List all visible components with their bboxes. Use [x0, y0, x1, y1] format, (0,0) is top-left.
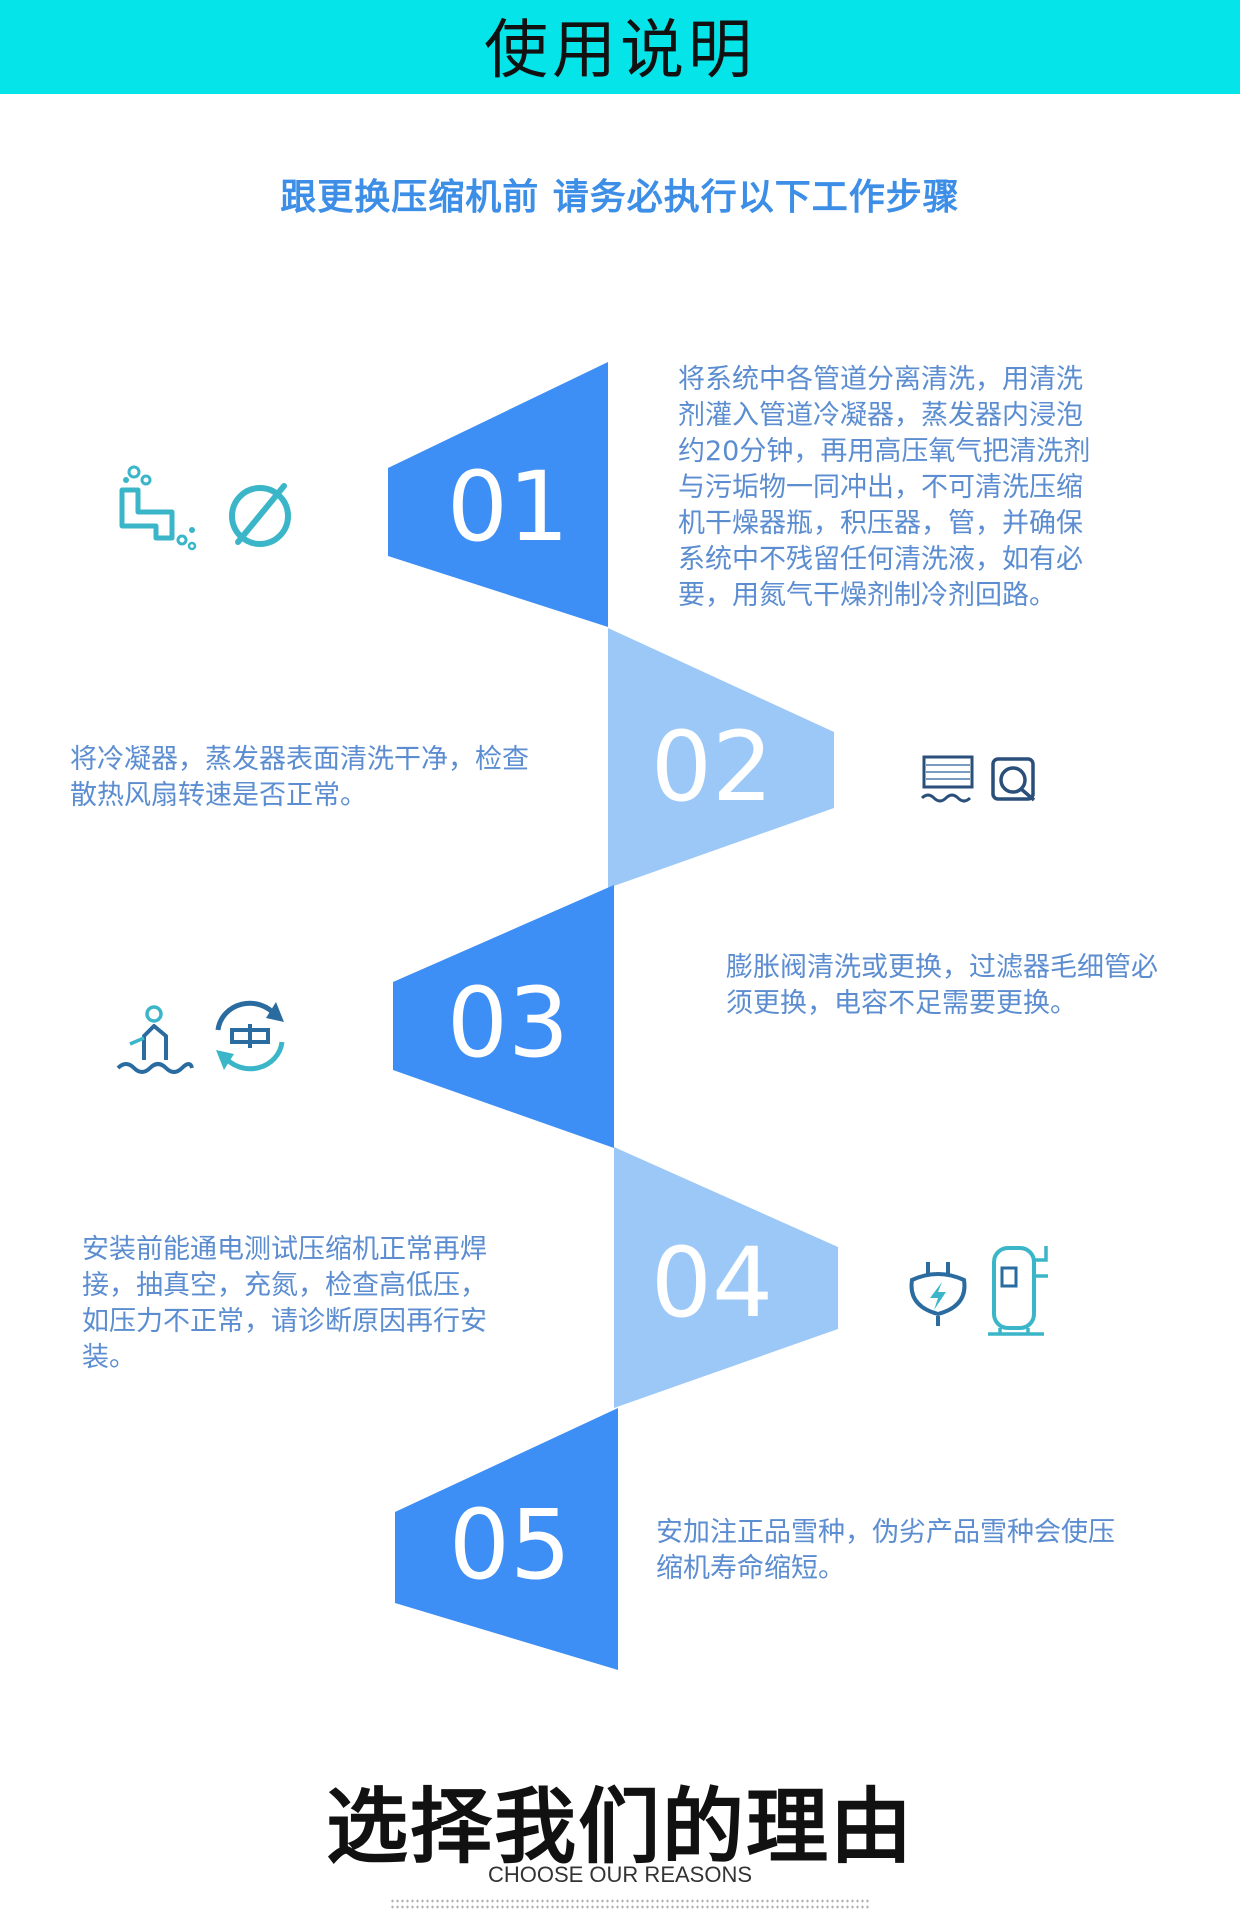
step-03-text: 膨胀阀清洗或更换，过滤器毛细管必须更换，电容不足需要更换。 [726, 952, 1158, 1019]
cleaning-person-icon [116, 1005, 194, 1074]
footer-dotted-line [390, 1898, 870, 1910]
step-02-shape [608, 628, 834, 888]
page-title: 使用说明 [484, 14, 756, 88]
step-04-number: 04 [651, 1227, 773, 1339]
replace-cycle-icon [215, 1000, 285, 1072]
step-02-number: 02 [651, 711, 773, 823]
step-05-text: 安加注正品雪种，伪劣产品雪种会使压缩机寿命缩短。 [656, 1517, 1115, 1584]
no-symbol-icon [229, 483, 291, 547]
footer-subtitle: CHOOSE OUR REASONS [487, 1862, 753, 1887]
step-01-text: 将系统中各管道分离清洗，用清洗剂灌入管道冷凝器，蒸发器内浸泡约20分钟，再用高压… [678, 364, 1091, 611]
step-03-number: 03 [447, 967, 569, 1079]
heat-exchanger-icon [920, 755, 974, 803]
header-bar: 使用说明 [0, 0, 1240, 94]
step-05-shape [395, 1408, 618, 1670]
washing-machine-icon [991, 757, 1036, 802]
step-01-shape [388, 362, 608, 627]
compressor-icon [988, 1246, 1048, 1336]
step-01-number: 01 [447, 451, 569, 563]
step-02-text: 将冷凝器，蒸发器表面清洗干净，检查散热风扇转速是否正常。 [70, 744, 529, 811]
subtitle: 跟更换压缩机前 请务必执行以下工作步骤 [280, 177, 960, 218]
step-04-text: 安装前能通电测试压缩机正常再焊接，抽真空，充氮，检查高低压，如压力不正常，请诊断… [82, 1234, 487, 1373]
step-03-shape [393, 885, 614, 1148]
footer-title: 选择我们的理由 [325, 1780, 914, 1875]
faucet-cleaning-icon [119, 465, 197, 551]
power-plug-icon [909, 1262, 967, 1326]
step-04-shape [614, 1147, 838, 1408]
step-05-number: 05 [449, 1489, 571, 1601]
